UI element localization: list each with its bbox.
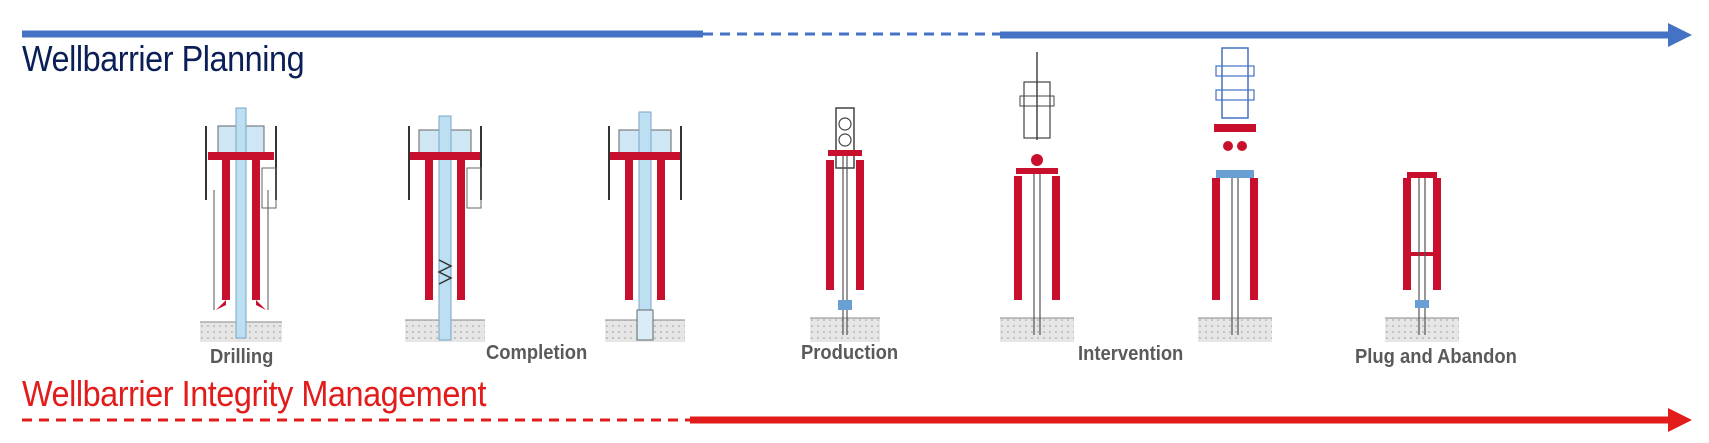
plug-abandon-schematic (1385, 172, 1459, 342)
completion-schematic (405, 115, 485, 342)
phase-label-production: Production (801, 342, 899, 364)
phase-label-drilling: Drilling (210, 346, 274, 368)
phase-label-completion: Completion (486, 342, 588, 364)
integrity-arrow (22, 408, 1692, 432)
intervention-schematic (1000, 52, 1074, 342)
planning-arrow (22, 23, 1692, 47)
workover-schematic (605, 111, 685, 342)
production-schematic (810, 107, 880, 342)
planning-title: Wellbarrier Planning (22, 38, 305, 79)
heavy-intervention-schematic (1198, 47, 1272, 342)
integrity-title: Wellbarrier Integrity Management (22, 373, 487, 414)
phase-label-intervention: Intervention (1078, 343, 1184, 365)
drilling-schematic (200, 107, 282, 342)
phase-label-plug-abandon: Plug and Abandon (1355, 346, 1517, 368)
